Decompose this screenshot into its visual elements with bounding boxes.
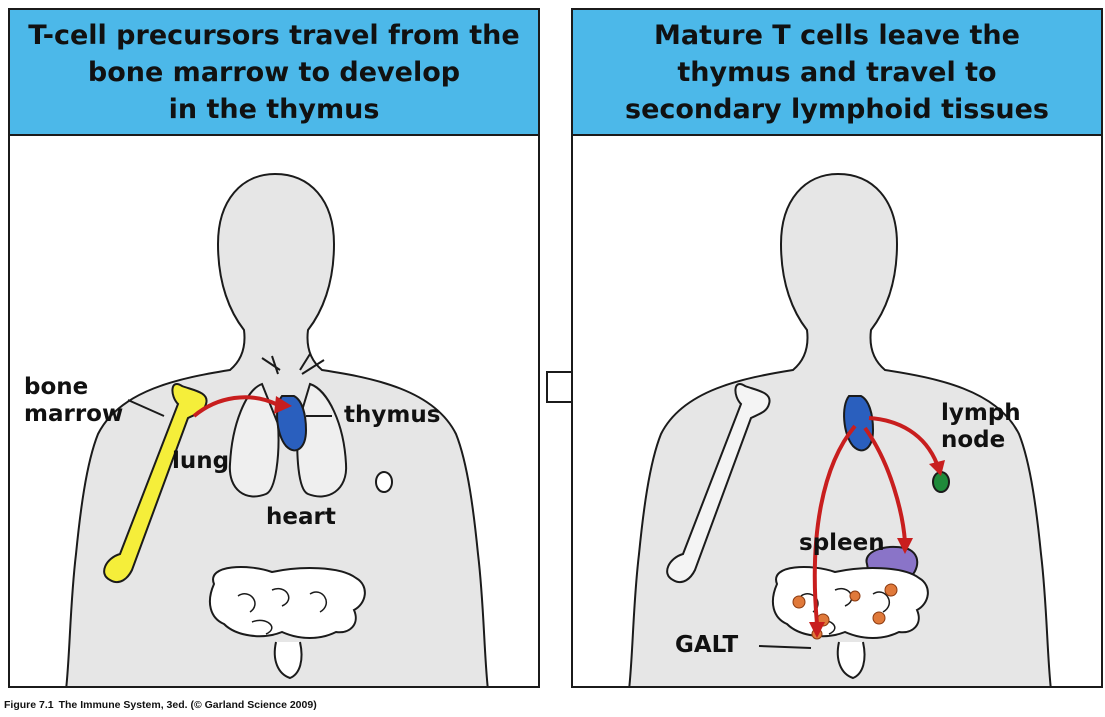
panel-header: T-cell precursors travel from the bone m… (10, 10, 538, 136)
label-galt: GALT (675, 632, 738, 659)
body-illustration (573, 134, 1103, 688)
panel-thymus-development: T-cell precursors travel from the bone m… (8, 8, 540, 688)
panel-tcell-migration: Mature T cells leave the thymus and trav… (571, 8, 1103, 688)
label-lymph-node: lymph node (941, 400, 1021, 454)
label-spleen: spleen (799, 530, 885, 557)
lymph-node-outline (376, 472, 392, 492)
panel-header: Mature T cells leave the thymus and trav… (573, 10, 1101, 136)
label-lung: lung (172, 448, 229, 475)
label-heart: heart (266, 504, 336, 531)
panel-title: T-cell precursors travel from the bone m… (14, 17, 534, 128)
label-thymus: thymus (344, 402, 440, 429)
label-bone-marrow: bone marrow (24, 374, 123, 428)
panel-title: Mature T cells leave the thymus and trav… (577, 17, 1097, 128)
